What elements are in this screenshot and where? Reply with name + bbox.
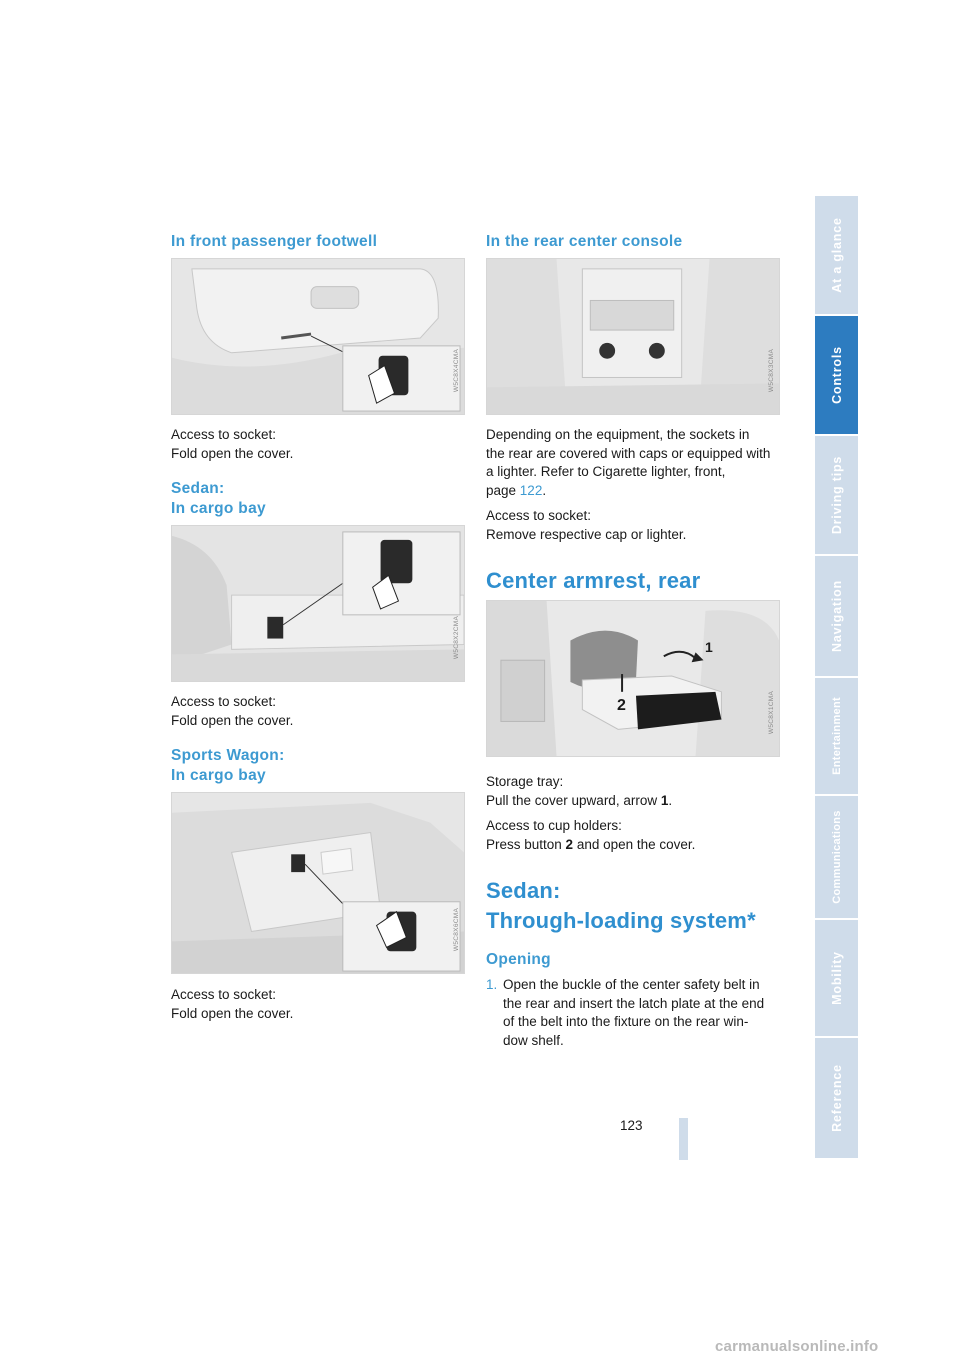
tab-label: Mobility [829,951,844,1005]
section-heading-rear-console: In the rear center console [486,233,683,250]
text-segment: Press button [486,836,566,852]
paragraph-line: Access to socket: [486,508,592,523]
paragraph-line: a lighter. Refer to Cigarette lighter, f… [486,464,726,479]
text-segment: page [486,482,520,498]
paragraph-line: Depending on the equipment, the sockets … [486,427,750,442]
tab-communications[interactable]: Communications [815,796,858,920]
paragraph-line: the rear are covered with caps or equipp… [486,445,771,461]
paragraph-line: Fold open the cover. [171,445,294,461]
tab-label: Navigation [829,580,844,652]
page-number: 123 [620,1118,643,1133]
tab-label: Entertainment [830,697,843,775]
figure-center-armrest-rear: 1 2 W5C8X1CMA [486,600,780,757]
text-segment: Pull the cover upward, arrow [486,792,661,808]
tab-label: Driving tips [829,455,844,535]
paragraph-line: Storage tray: [486,774,564,789]
section-heading-sedan-cargo-line2: In cargo bay [171,500,266,517]
right-column: In the rear center console W5C8X3CMA Dep… [486,232,780,1050]
figure-front-footwell-socket: W5C8X4CMA [171,258,465,415]
section-heading-through-loading-line1: Sedan: [486,878,561,903]
callout-label-2: 2 [617,697,626,714]
figure-code: W5C8X4CMA [452,348,460,393]
step-1: 1. Open the buckle of the center safety … [486,976,780,1050]
paragraph-line: Pull the cover upward, arrow 1. [486,792,780,811]
paragraph-line: Access to cup holders: [486,818,622,833]
left-column: In front passenger footwell W5C8X4CMA Ac… [171,232,465,1023]
step-line: Open the buckle of the center safety bel… [503,977,760,992]
chapter-tabs: At a glance Controls Driving tips Naviga… [815,196,858,1160]
step-line: dow shelf. [503,1032,564,1048]
paragraph-line: Fold open the cover. [171,712,294,728]
button-reference: 2 [565,836,574,852]
tab-label: Controls [829,346,844,404]
tab-label: At a glance [829,217,844,293]
tab-label: Reference [829,1064,844,1132]
watermark: carmanualsonline.info [715,1338,879,1355]
figure-sedan-cargo-socket: W5C8X2CMA [171,525,465,682]
section-heading-front-footwell: In front passenger footwell [171,233,378,250]
text-segment: . [542,482,547,498]
figure-code: W5C8X1CMA [767,690,775,735]
tab-reference[interactable]: Reference [815,1038,858,1160]
page-edge-marker [679,1118,688,1160]
section-heading-wagon-cargo-line1: Sports Wagon: [171,747,285,764]
paragraph-line: Access to socket: [171,987,277,1002]
paragraph-line: Press button 2 and open the cover. [486,836,780,855]
paragraph-line: Remove respective cap or lighter. [486,526,687,542]
figure-code: W5C8X6CMA [452,907,460,952]
step-line: the rear and insert the latch plate at t… [503,995,765,1011]
tab-at-a-glance[interactable]: At a glance [815,196,858,316]
paragraph-line: Access to socket: [171,694,277,709]
paragraph-line: Access to socket: [171,427,277,442]
callout-label-1: 1 [705,639,713,655]
figure-wagon-cargo-socket: W5C8X6CMA [171,792,465,974]
arrow-reference: 1 [660,792,669,808]
tab-navigation[interactable]: Navigation [815,556,858,678]
tab-entertainment[interactable]: Entertainment [815,678,858,796]
section-heading-wagon-cargo-line2: In cargo bay [171,767,266,784]
paragraph-line: page 122. [486,482,780,501]
section-heading-sedan-cargo-line1: Sedan: [171,480,225,497]
section-heading-through-loading-line2: Through-loading system* [486,908,756,933]
tab-label: Communications [830,810,843,904]
subsection-heading-opening: Opening [486,951,551,968]
tab-driving-tips[interactable]: Driving tips [815,436,858,556]
text-segment: and open the cover. [573,836,696,852]
tab-mobility[interactable]: Mobility [815,920,858,1038]
figure-rear-center-console: W5C8X3CMA [486,258,780,415]
page-reference-link[interactable]: 122 [519,482,543,498]
section-heading-center-armrest: Center armrest, rear [486,568,701,593]
paragraph-line: Fold open the cover. [171,1005,294,1021]
text-segment: . [668,792,673,808]
figure-code: W5C8X2CMA [452,615,460,660]
step-line: of the belt into the fixture on the rear… [503,1014,749,1029]
figure-code: W5C8X3CMA [767,348,775,393]
step-number: 1. [486,977,498,992]
tab-controls[interactable]: Controls [815,316,858,436]
